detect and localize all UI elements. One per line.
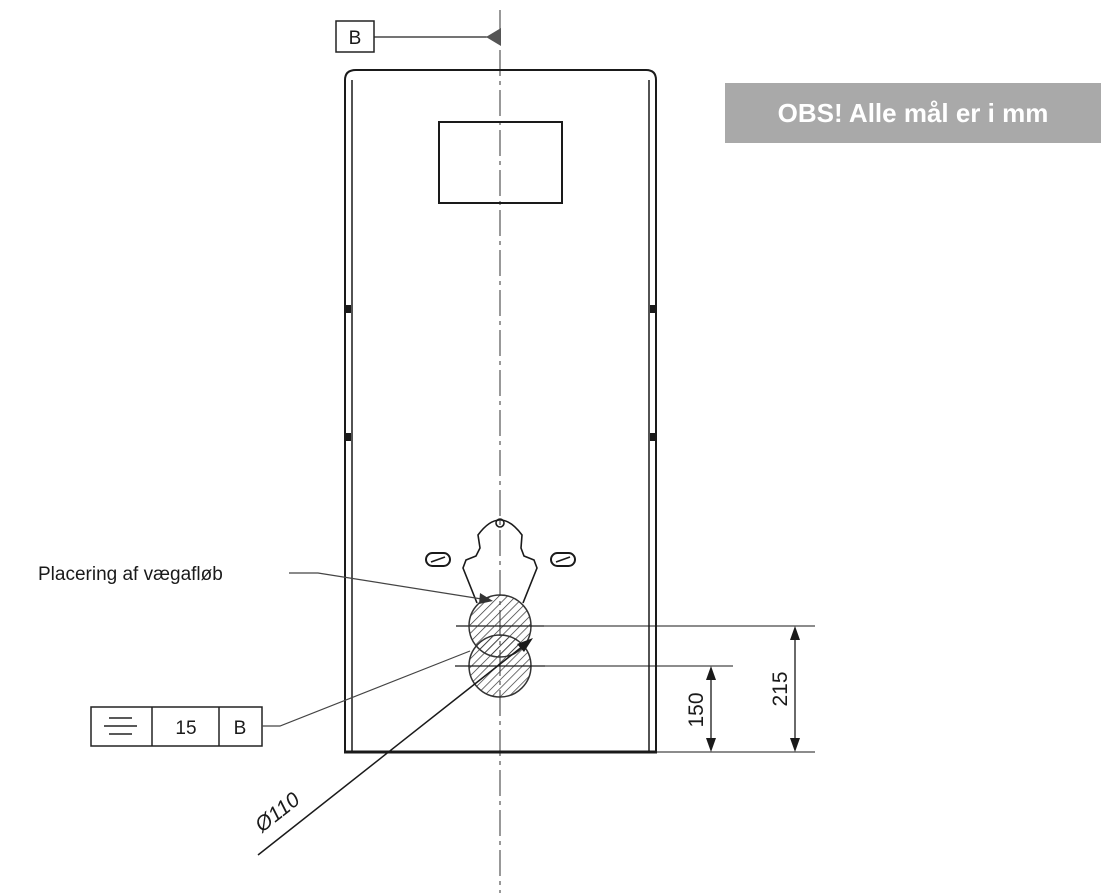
dimension-215: 215	[769, 626, 800, 752]
dim-arrow-down-icon	[706, 738, 716, 752]
tolerance-value: 15	[175, 718, 196, 739]
diameter-arrow-icon	[517, 638, 533, 652]
datum-reference: B	[335, 20, 501, 53]
dim-arrow-up-icon	[790, 626, 800, 640]
units-notice-banner: OBS! Alle mål er i mm	[725, 83, 1101, 143]
tolerance-datum: B	[234, 718, 247, 739]
drain-location-leader	[289, 572, 489, 601]
diameter-label: Ø110	[250, 788, 304, 838]
datum-label: B	[349, 28, 362, 49]
tolerance-leader	[262, 650, 471, 727]
dimension-150: 150	[685, 666, 716, 752]
dimension-extensions	[500, 625, 815, 753]
frame-side-notches	[346, 305, 655, 441]
dim-arrow-up-icon	[706, 666, 716, 680]
symmetry-icon	[104, 717, 137, 735]
drain-location-label: Placering af vægafløb	[38, 564, 223, 585]
dim-arrow-down-icon	[790, 738, 800, 752]
mounting-slots	[425, 552, 576, 567]
dimension-150-label: 150	[685, 692, 708, 727]
frame-outline	[344, 69, 657, 754]
datum-triangle-icon	[486, 28, 501, 46]
diameter-leader	[257, 641, 529, 856]
tolerance-frame: 15 B	[90, 706, 263, 747]
dimension-215-label: 215	[769, 671, 792, 706]
drain-location-arrow-icon	[479, 593, 493, 604]
flush-plate-opening	[438, 121, 563, 204]
